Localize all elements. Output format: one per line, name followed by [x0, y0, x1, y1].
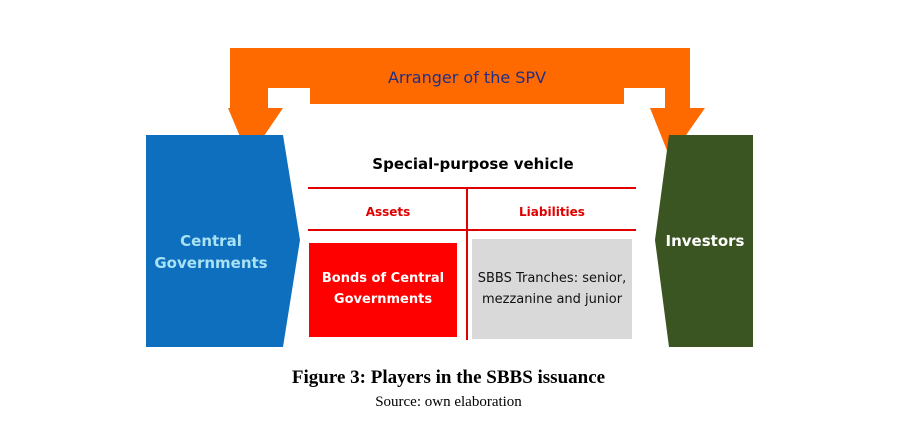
tranches-label: SBBS Tranches: senior, mezzanine and jun… [477, 271, 627, 307]
bonds-box [309, 243, 457, 337]
investors-label: Investors [665, 232, 745, 250]
arranger-label: Arranger of the SPV [387, 67, 547, 87]
figure-source: Source: own elaboration [375, 394, 522, 410]
arranger-arrow [228, 48, 705, 158]
central-governments-label: Central Governments [154, 232, 268, 272]
bonds-label: Bonds of Central Governments [321, 271, 445, 307]
assets-label: Assets [365, 205, 411, 219]
liabilities-label: Liabilities [519, 205, 585, 219]
central-governments-box [146, 135, 300, 347]
tranches-box [472, 239, 632, 339]
investors-box [655, 135, 753, 347]
figure-caption: Figure 3: Players in the SBBS issuance [291, 367, 606, 388]
spv-title: Special-purpose vehicle [372, 155, 574, 173]
